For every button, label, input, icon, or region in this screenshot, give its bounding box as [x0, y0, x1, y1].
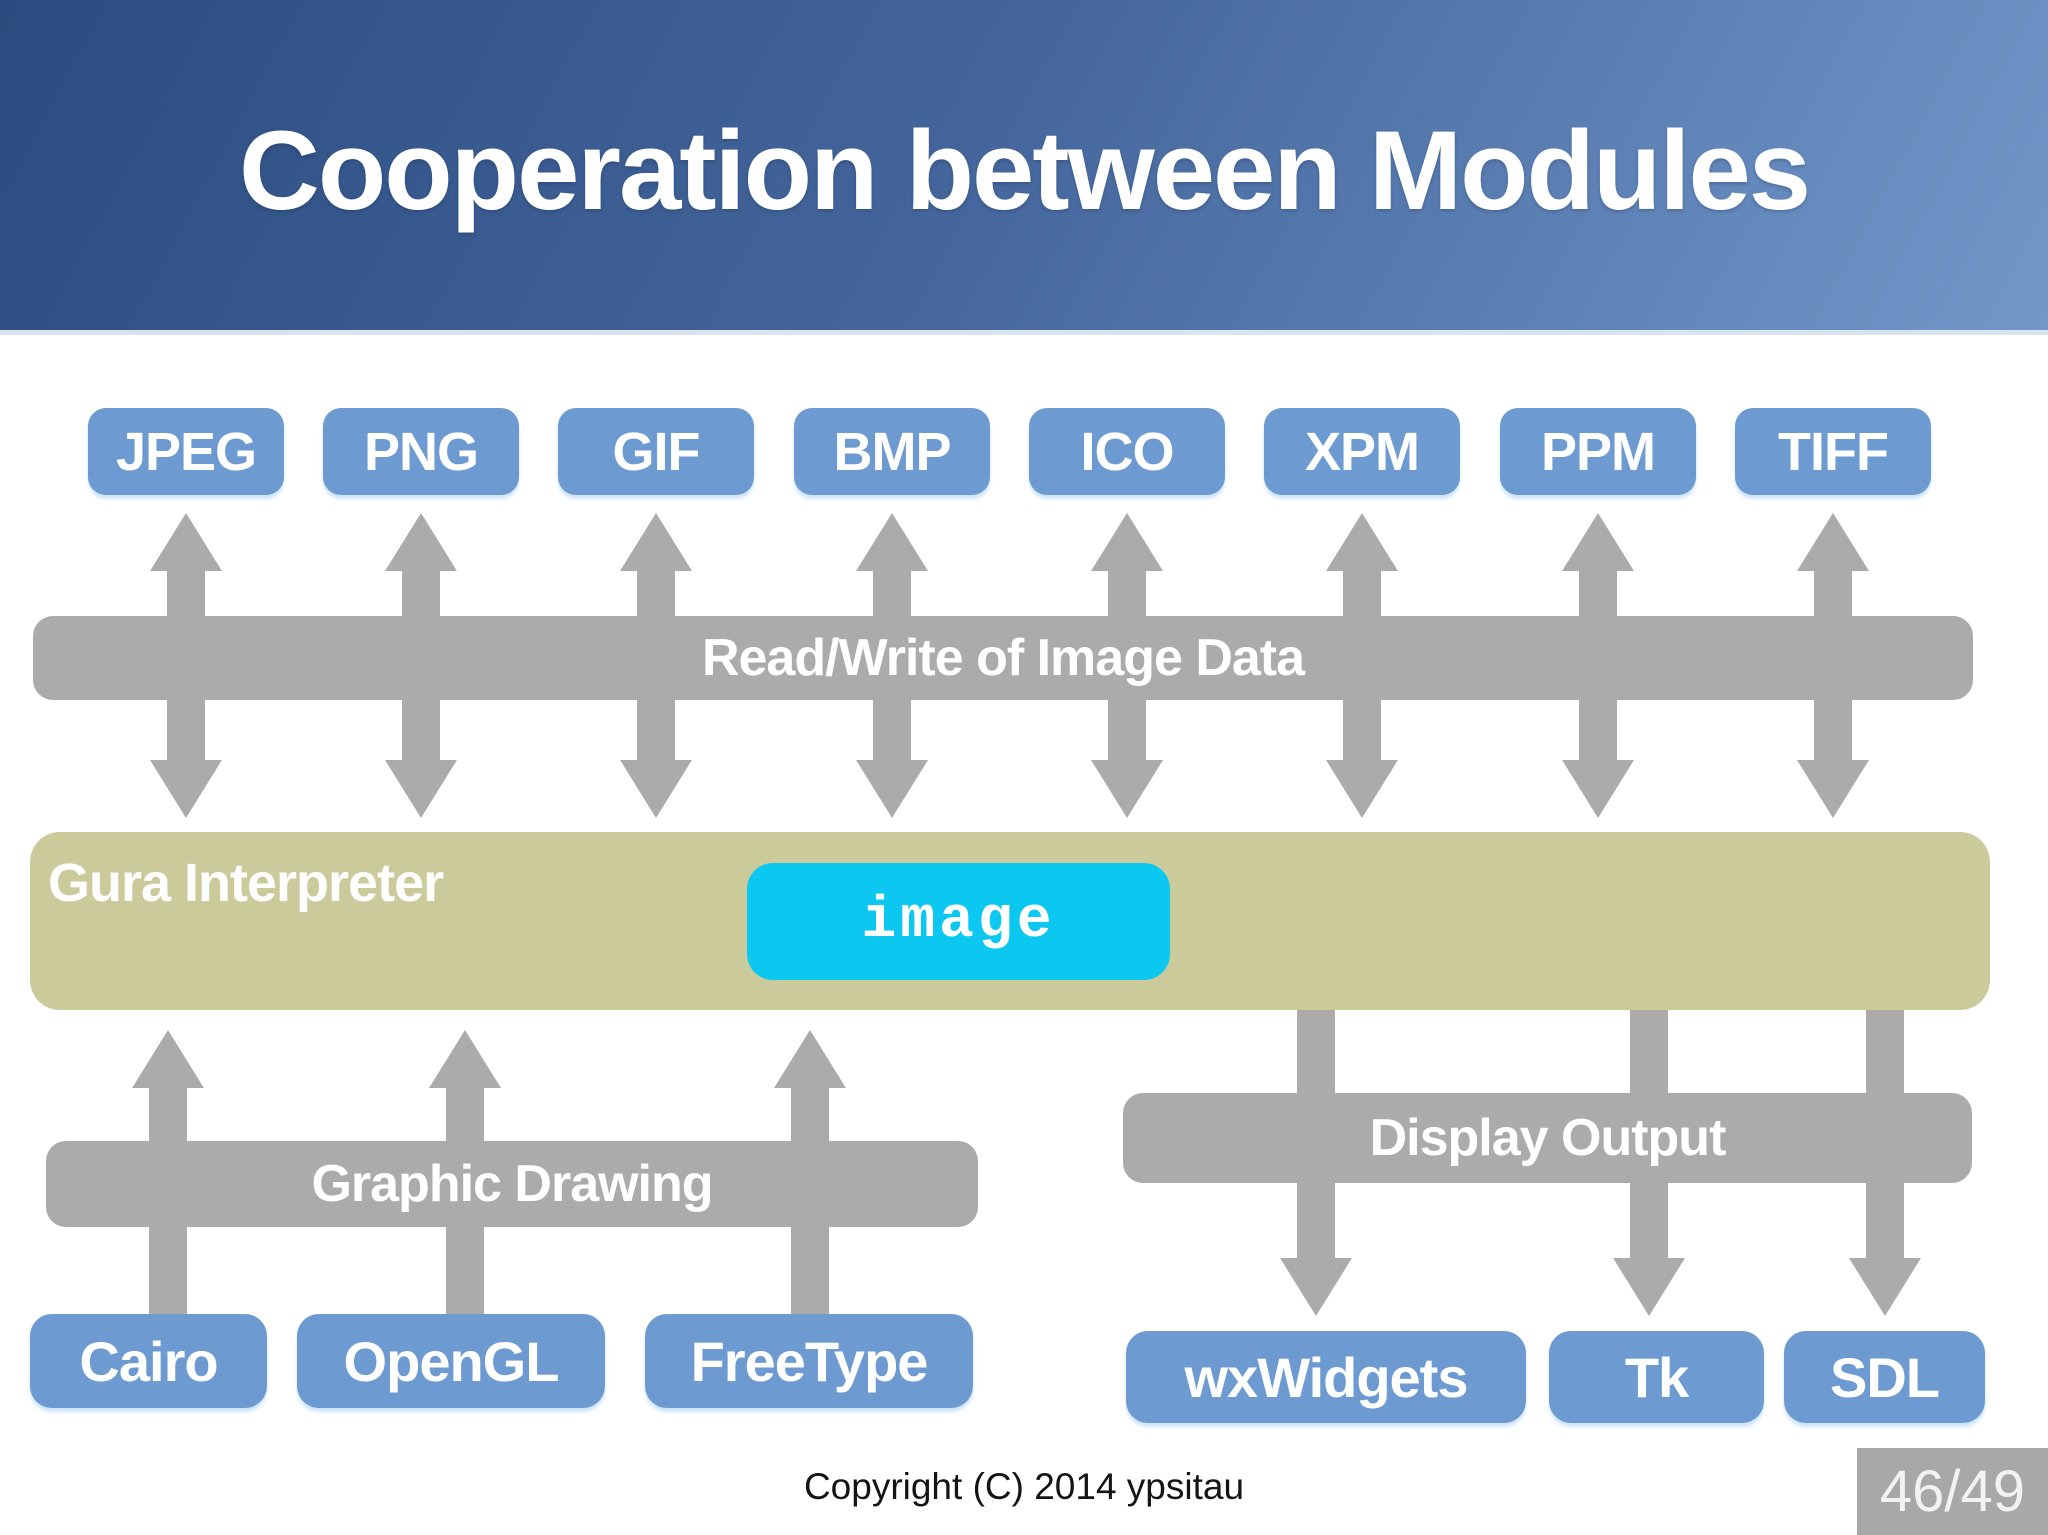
slide-header: Cooperation between Modules	[0, 0, 2048, 335]
graphic-drawing-bar: Graphic Drawing	[46, 1141, 978, 1227]
format-box-xpm: XPM	[1264, 408, 1460, 495]
arrow-up-head	[1562, 513, 1634, 571]
arrow-down-head	[620, 760, 692, 818]
page-number-badge: 46/49	[1857, 1448, 2048, 1535]
arrow-down-head	[150, 760, 222, 818]
gura-interpreter-label: Gura Interpreter	[48, 853, 444, 913]
arrow-up-head	[429, 1030, 501, 1088]
arrow-up-head	[774, 1030, 846, 1088]
lib-box-freetype: FreeType	[645, 1314, 973, 1408]
arrow-down-head	[1326, 760, 1398, 818]
display-output-bar: Display Output	[1123, 1093, 1972, 1183]
read-write-bar: Read/Write of Image Data	[33, 616, 1973, 700]
arrow-down-head	[856, 760, 928, 818]
format-box-jpeg: JPEG	[88, 408, 284, 495]
format-box-ico: ICO	[1029, 408, 1225, 495]
format-box-ppm: PPM	[1500, 408, 1696, 495]
arrow-up-head	[150, 513, 222, 571]
arrow-up-head	[1091, 513, 1163, 571]
arrow-up-head	[1797, 513, 1869, 571]
lib-box-wxwidgets: wxWidgets	[1126, 1331, 1526, 1423]
arrow-up-head	[856, 513, 928, 571]
copyright-text: Copyright (C) 2014 ypsitau	[803, 1466, 1245, 1507]
lib-box-cairo: Cairo	[30, 1314, 267, 1408]
arrow-down-head	[1613, 1258, 1685, 1316]
lib-box-opengl: OpenGL	[297, 1314, 605, 1408]
arrow-down-head	[1280, 1258, 1352, 1316]
format-box-tiff: TIFF	[1735, 408, 1931, 495]
arrow-up-head	[1326, 513, 1398, 571]
lib-box-tk: Tk	[1549, 1331, 1764, 1423]
arrow-down-head	[1849, 1258, 1921, 1316]
arrow-down-head	[1091, 760, 1163, 818]
double-arrow-icon	[1797, 513, 1869, 818]
format-box-gif: GIF	[558, 408, 754, 495]
lib-box-sdl: SDL	[1784, 1331, 1985, 1423]
format-box-bmp: BMP	[794, 408, 990, 495]
arrow-down-head	[385, 760, 457, 818]
arrow-down-head	[1562, 760, 1634, 818]
arrow-down-head	[1797, 760, 1869, 818]
arrow-up-head	[385, 513, 457, 571]
image-module-box: image	[747, 863, 1170, 980]
page-title: Cooperation between Modules	[238, 108, 1811, 233]
arrow-up-head	[132, 1030, 204, 1088]
arrow-up-head	[620, 513, 692, 571]
gura-interpreter-band: Gura Interpreter image	[30, 832, 1990, 1010]
format-box-png: PNG	[323, 408, 519, 495]
